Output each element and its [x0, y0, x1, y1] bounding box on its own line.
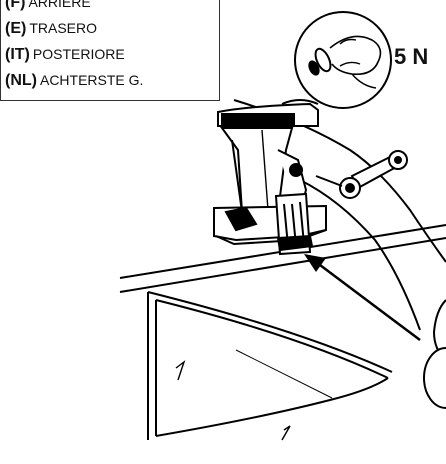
lang-text: POSTERIORE — [32, 46, 125, 62]
hand-turning-knob-icon — [294, 11, 392, 109]
step-number: 5 N — [394, 44, 429, 69]
lang-code: (NL) — [5, 72, 37, 89]
label-row-it: (IT)POSTERIORE — [5, 44, 125, 65]
side-knob — [423, 299, 446, 409]
lang-text: ARRIÈRE — [28, 0, 91, 10]
label-row-nl: (NL)ACHTERSTE G. — [5, 70, 143, 91]
label-row-es: (E)TRASERO — [5, 18, 97, 39]
lang-code: (F) — [5, 0, 26, 11]
crossbar — [217, 99, 319, 127]
lang-code: (IT) — [5, 46, 30, 63]
lang-text: TRASERO — [29, 20, 98, 36]
key-icon — [315, 150, 408, 199]
direction-arrow — [304, 254, 421, 341]
rack-foot — [213, 127, 327, 256]
door-window-frame — [147, 291, 393, 441]
language-label-box: (F)ARRIÈRE (E)TRASERO (IT)POSTERIORE (NL… — [0, 0, 220, 101]
lang-code: (E) — [5, 20, 27, 37]
lang-text: ACHTERSTE G. — [39, 72, 144, 88]
label-row-fr: (F)ARRIÈRE — [5, 0, 91, 13]
